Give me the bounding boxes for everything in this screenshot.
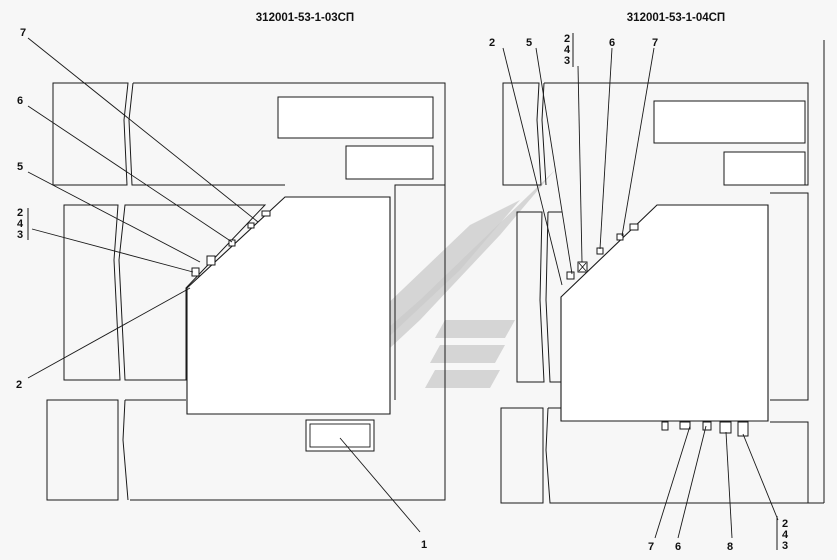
left-main-panel: [186, 196, 391, 415]
left-leader-7: [27, 37, 259, 223]
left-component-c: [228, 239, 236, 247]
right-callout-stack-2: 4: [564, 44, 571, 56]
right-component-a: [566, 271, 575, 280]
left-cab-top-left: [52, 82, 129, 186]
right-callout-stack-1: 2: [564, 33, 570, 45]
right-bottom-comp-3: [702, 421, 712, 431]
right-component-d: [616, 233, 624, 241]
left-callout-stack-1: 2: [17, 207, 23, 219]
left-bottom-split: [122, 399, 129, 501]
left-callout-2: 2: [16, 379, 22, 391]
left-callout-6: 6: [17, 95, 23, 107]
right-leader-bottom-stack: [742, 433, 779, 521]
right-callout-stack-3: 3: [564, 55, 570, 67]
right-window-top: [653, 100, 806, 144]
right-bottom-comp-4: [719, 421, 732, 434]
title-left: 312001-53-1-03СП: [256, 12, 354, 24]
right-mid-block: [516, 211, 545, 383]
right-cab-top-left: [502, 82, 542, 186]
left-cab-split: [128, 82, 285, 186]
left-mid-block: [63, 204, 121, 381]
right-callout-bottom-stack-2: 4: [782, 529, 789, 541]
left-leader-6: [27, 105, 233, 243]
right-leader-2: [502, 47, 563, 286]
right-leader-bottom-7: [654, 425, 691, 539]
right-leader-bottom-8: [725, 431, 733, 539]
right-side-frame: [770, 192, 809, 401]
right-leader-7: [621, 47, 655, 237]
left-component-e: [261, 210, 271, 217]
right-component-e: [629, 223, 639, 231]
left-callout-stack-3: 3: [17, 229, 23, 241]
right-bottom-frame: [770, 421, 809, 503]
right-callout-bottom-8: 8: [727, 541, 733, 553]
left-callout-7: 7: [20, 27, 26, 39]
right-callout-bottom-6: 6: [675, 541, 681, 553]
left-leader-stack: [31, 228, 194, 273]
right-callout-5: 5: [526, 37, 532, 49]
left-view: 7 6 5 2 4 3 2 1: [16, 27, 446, 551]
right-leader-stack: [577, 65, 583, 263]
left-outer-frame: [130, 87, 446, 501]
left-bottom-block: [46, 399, 119, 501]
right-callout-bottom-7: 7: [648, 541, 654, 553]
left-window-small: [345, 145, 434, 180]
left-cab-top-right: [133, 82, 446, 400]
right-callout-bottom-stack-3: 3: [782, 540, 788, 552]
right-leader-bottom-6: [677, 425, 707, 539]
left-callout-stack-2: 4: [17, 218, 24, 230]
left-callout-5: 5: [17, 161, 23, 173]
right-mid-block-2: [545, 211, 562, 383]
left-component-a: [191, 267, 200, 277]
right-leader-6: [599, 47, 613, 250]
right-callout-2: 2: [489, 37, 495, 49]
right-callout-7: 7: [652, 37, 658, 49]
left-label-plate: [305, 419, 375, 452]
left-label-plate-inner: [309, 423, 371, 448]
right-callout-6: 6: [609, 37, 615, 49]
right-bottom-comp-2: [679, 421, 691, 430]
title-right: 312001-53-1-04СП: [627, 12, 725, 24]
right-callout-bottom-stack-1: 2: [782, 518, 788, 530]
left-window-top: [277, 96, 434, 139]
left-callout-1: 1: [421, 539, 427, 551]
left-leader-2: [27, 287, 191, 379]
left-component-d: [247, 222, 255, 229]
right-main-panel: [560, 204, 769, 422]
right-bottom-comp-5: [737, 421, 749, 437]
right-component-b-mark: [578, 262, 587, 272]
right-bottom-block: [500, 407, 544, 504]
right-view: 2 5 2 4 3 6 7 7 6 8 2 4 3: [489, 33, 825, 553]
left-mid-block-2: [118, 204, 267, 381]
left-component-b: [206, 255, 216, 266]
right-leader-5: [535, 47, 573, 275]
right-window-small: [723, 151, 806, 186]
left-leader-1: [339, 437, 421, 533]
right-bottom-comp-1: [661, 421, 669, 431]
left-leader-5: [27, 171, 201, 263]
